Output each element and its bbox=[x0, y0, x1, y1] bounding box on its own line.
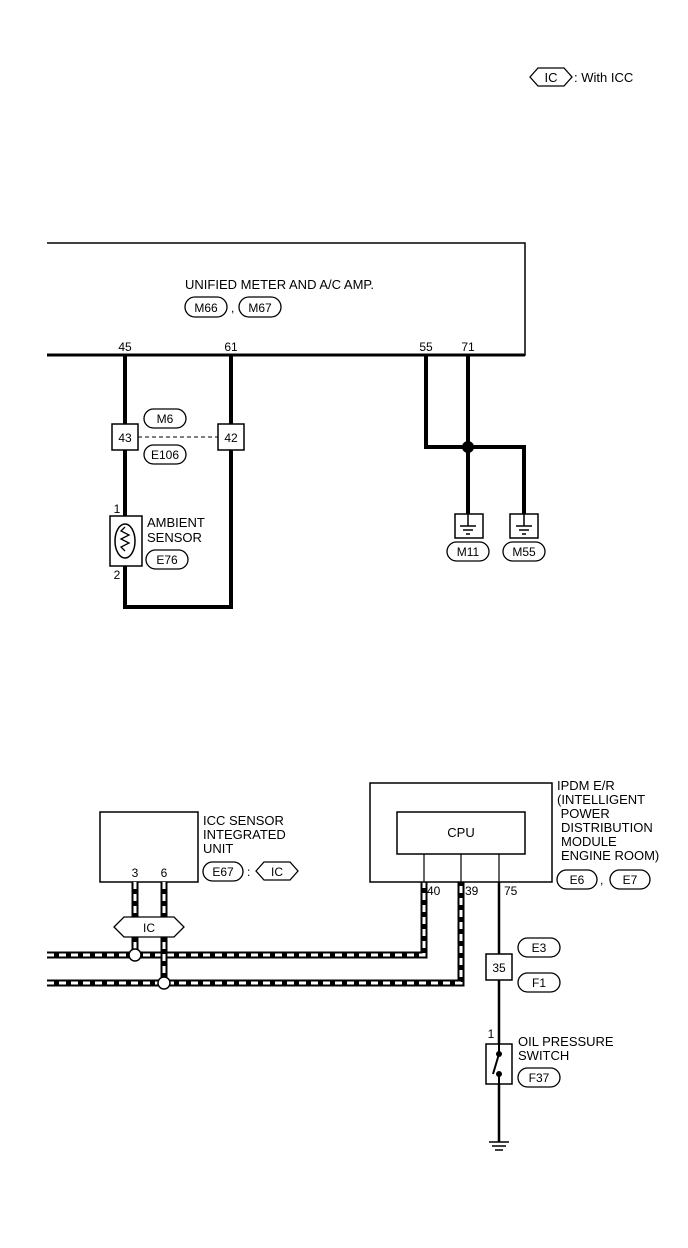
icc-tag-shape bbox=[255, 861, 299, 881]
ipdm-connector-1-pill bbox=[556, 869, 598, 890]
icc-pin-3: 3 bbox=[132, 866, 139, 880]
pin-71: 71 bbox=[461, 340, 475, 354]
shield-tag: IC bbox=[143, 921, 155, 935]
wire-55 bbox=[424, 355, 526, 514]
unit-connector-sep: , bbox=[231, 301, 234, 315]
legend: IC : With ICC bbox=[529, 67, 633, 87]
sensor-name-1: AMBIENT bbox=[147, 515, 205, 530]
ipdm-line-1: IPDM E/R bbox=[557, 778, 615, 793]
junction-connector: M6 bbox=[157, 412, 174, 426]
ground-m55: M55 bbox=[502, 513, 546, 562]
sensor-connector-pill bbox=[145, 549, 189, 570]
switch-connector: F37 bbox=[529, 1071, 550, 1085]
ipdm-connector-1: E6 bbox=[570, 873, 585, 887]
shield-line-pin6 bbox=[47, 882, 465, 987]
inline-pin-35: 35 bbox=[492, 961, 506, 975]
ipdm-pin-75: 75 bbox=[504, 884, 518, 898]
unit-connector-2-pill bbox=[238, 296, 282, 318]
pin-61: 61 bbox=[224, 340, 238, 354]
shield-line-pin3 bbox=[47, 882, 428, 959]
ipdm-line-4: DISTRIBUTION bbox=[561, 820, 653, 835]
ipdm-connector-2-pill bbox=[609, 869, 651, 890]
icc-pin-6: 6 bbox=[161, 866, 168, 880]
junction-connector-2-pill bbox=[143, 444, 187, 465]
sensor-connector: E76 bbox=[156, 553, 178, 567]
inline-connector-2: F1 bbox=[532, 976, 546, 990]
ipdm-line-6: ENGINE ROOM) bbox=[561, 848, 659, 863]
icc-title-3: UNIT bbox=[203, 841, 233, 856]
sensor-name-2: SENSOR bbox=[147, 530, 202, 545]
ipdm-connector-2: E7 bbox=[623, 873, 638, 887]
cpu-box bbox=[396, 811, 526, 855]
unit-connector-1-pill bbox=[184, 296, 228, 318]
sensor-pin-2: 2 bbox=[114, 568, 121, 582]
shield-splice-2 bbox=[157, 976, 171, 990]
legend-tag: IC bbox=[545, 70, 558, 85]
switch-contact-dot-2 bbox=[496, 1071, 502, 1077]
inline-connector-2-pill bbox=[517, 972, 561, 993]
icc-tag: IC bbox=[271, 865, 283, 879]
ground-label-m55: M55 bbox=[512, 545, 536, 559]
inline-connector-1: E3 bbox=[532, 941, 547, 955]
shield-splice-1 bbox=[128, 948, 142, 962]
wire-61 bbox=[123, 355, 233, 609]
unit-connector-1: M66 bbox=[194, 301, 218, 315]
icc-title-2: INTEGRATED bbox=[203, 827, 286, 842]
icc-connector: E67 bbox=[212, 865, 234, 879]
junction-pin-43: 43 bbox=[118, 431, 132, 445]
splice-point bbox=[462, 441, 474, 453]
cpu-label: CPU bbox=[447, 825, 474, 840]
ipdm-line-5: MODULE bbox=[561, 834, 617, 849]
junction-connector-2: E106 bbox=[151, 448, 179, 462]
pin-55: 55 bbox=[419, 340, 433, 354]
upper-circuit: UNIFIED METER AND A/C AMP. M66 , M67 45 … bbox=[47, 242, 546, 609]
ipdm-line-3: POWER bbox=[557, 806, 610, 821]
icc-tag-sep: : bbox=[247, 865, 250, 879]
junction-connector-pill bbox=[143, 408, 187, 429]
shield-line-pin6-dash bbox=[47, 882, 463, 985]
ipdm-connector-sep: , bbox=[600, 873, 603, 887]
icc-title-1: ICC SENSOR bbox=[203, 813, 284, 828]
switch-name-1: OIL PRESSURE bbox=[518, 1034, 614, 1049]
switch-name-2: SWITCH bbox=[518, 1048, 569, 1063]
ground-label-m11: M11 bbox=[457, 545, 480, 559]
legend-text: : With ICC bbox=[574, 70, 633, 85]
inline-connector-1-pill bbox=[517, 937, 561, 958]
switch-pin-1: 1 bbox=[488, 1027, 495, 1041]
unit-title: UNIFIED METER AND A/C AMP. bbox=[185, 277, 374, 292]
shield-tag-shape bbox=[113, 916, 185, 938]
inline-box-35 bbox=[485, 953, 513, 981]
switch-contact-dot-1 bbox=[496, 1051, 502, 1057]
ipdm-pin-39: 39 bbox=[465, 884, 479, 898]
unit-connector-2: M67 bbox=[248, 301, 272, 315]
thermistor-zigzag bbox=[119, 526, 131, 552]
ground-m11: M11 bbox=[446, 513, 490, 562]
junction-box-42 bbox=[217, 423, 245, 451]
shield-line-pin3-dash bbox=[47, 882, 426, 957]
ipdm-pin-40: 40 bbox=[427, 884, 441, 898]
switch-connector-pill bbox=[517, 1067, 561, 1088]
sensor-pin-1: 1 bbox=[114, 502, 121, 516]
pin-45: 45 bbox=[118, 340, 132, 354]
icc-sensor-unit-box bbox=[99, 811, 199, 883]
ground-oil-switch bbox=[489, 1141, 509, 1151]
icc-connector-pill bbox=[202, 861, 244, 882]
junction-pin-42: 42 bbox=[224, 431, 238, 445]
ipdm-line-2: (INTELLIGENT bbox=[557, 792, 645, 807]
lower-circuit: ICC SENSOR INTEGRATED UNIT E67 : IC 3 6 … bbox=[47, 778, 659, 1151]
legend-tag-shape bbox=[529, 67, 573, 87]
unified-meter-unit-box bbox=[47, 242, 526, 356]
